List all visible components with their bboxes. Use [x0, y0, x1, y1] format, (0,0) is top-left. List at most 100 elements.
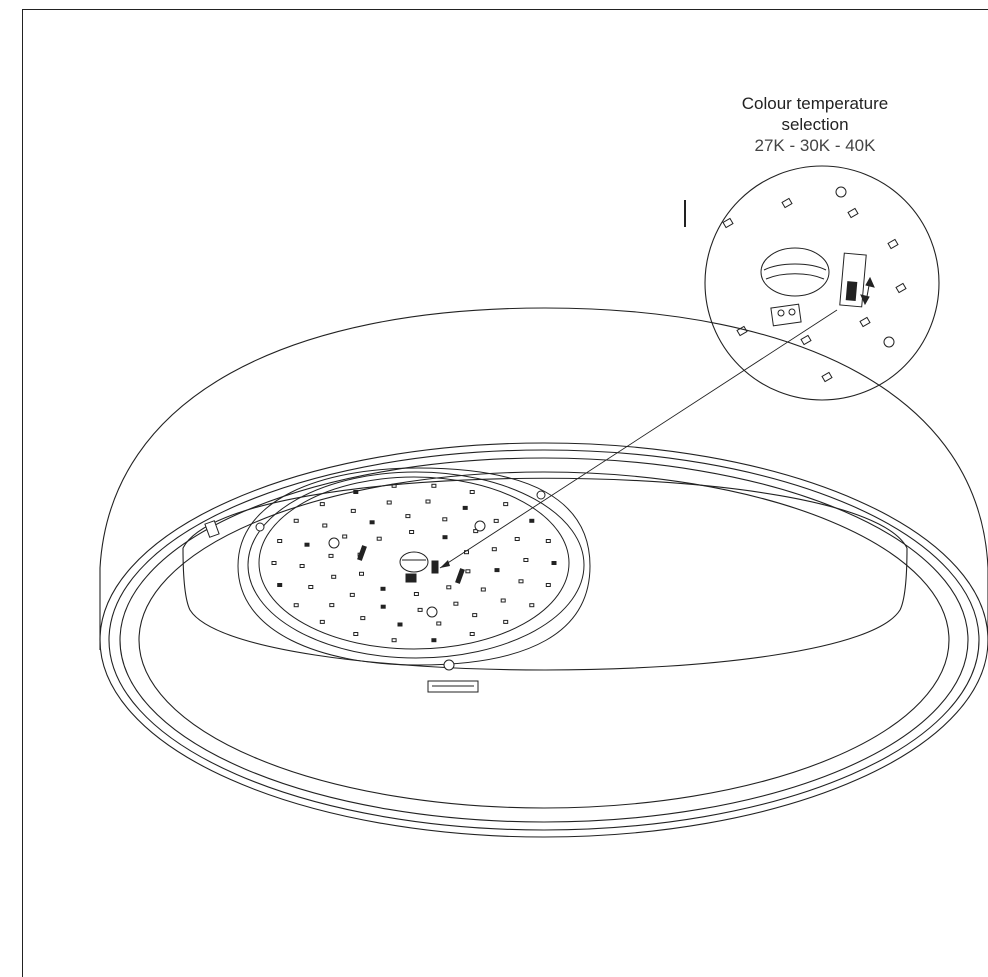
led-chip-icon — [277, 583, 283, 587]
detail-knob — [760, 247, 830, 297]
led-chip-icon — [319, 502, 325, 507]
led-chip-icon — [271, 561, 277, 565]
screw-icon — [474, 520, 486, 532]
mounting-parts — [204, 520, 479, 693]
terminal-block-icon — [770, 303, 802, 327]
inner-shroud — [182, 547, 908, 671]
led-chip-icon — [821, 371, 833, 383]
led-chip-icon — [469, 490, 475, 494]
led-chip-icon — [391, 638, 397, 643]
screw-icon — [443, 659, 455, 671]
led-chip-icon — [480, 587, 486, 592]
led-chip-icon — [293, 518, 299, 523]
board-plate — [258, 476, 570, 650]
led-chip-icon — [431, 483, 437, 488]
board-screws — [255, 490, 546, 671]
led-board — [237, 467, 591, 666]
led-chips — [271, 483, 557, 643]
bottom-rim-outer — [99, 442, 988, 838]
led-chip-icon — [308, 585, 314, 589]
divider-mark — [684, 200, 686, 227]
led-chip-icon — [514, 537, 520, 541]
led-chip-icon — [491, 547, 497, 552]
center-knob — [399, 551, 429, 573]
led-chip-icon — [413, 592, 419, 596]
led-chip-icon — [887, 238, 899, 250]
led-chip-icon — [304, 542, 310, 547]
led-chip-icon — [350, 508, 356, 513]
led-chip-icon — [360, 616, 366, 621]
led-chip-icon — [442, 535, 448, 540]
diffuser-edge — [138, 471, 950, 809]
led-chip-icon — [328, 553, 334, 558]
board-ring — [247, 471, 585, 659]
diagram-border — [22, 9, 988, 977]
screw-icon — [426, 606, 438, 618]
screw-icon — [328, 537, 340, 549]
led-chip-icon — [442, 517, 448, 522]
led-chip-icon — [859, 316, 871, 328]
led-chip-icon — [299, 564, 305, 568]
led-chip-icon — [895, 282, 907, 294]
led-chip-icon — [293, 603, 299, 608]
led-chip-icon — [551, 561, 557, 565]
detail-view — [439, 165, 940, 569]
led-chip-icon — [529, 603, 535, 608]
led-chip-icon — [529, 518, 535, 523]
led-chip-icon — [431, 638, 437, 643]
bottom-rim-mid — [108, 449, 980, 831]
side-clip — [204, 520, 220, 538]
led-chip-icon — [473, 529, 479, 534]
colour-temperature-caption: Colour temperature selection 27K - 30K -… — [700, 93, 930, 156]
led-chip-icon — [417, 607, 423, 612]
led-chip-icon — [436, 621, 442, 626]
led-chip-icon — [800, 334, 812, 346]
led-chip-icon — [462, 505, 468, 510]
led-chip-icon — [380, 586, 386, 591]
led-chip-icon — [359, 571, 364, 576]
leader-line — [439, 309, 838, 569]
led-chip-icon — [329, 603, 335, 608]
detail-circle — [704, 165, 940, 401]
led-chip-icon — [494, 568, 500, 573]
detail-contents — [760, 186, 895, 348]
temperature-switch-icon — [431, 560, 439, 574]
led-chip-icon — [500, 598, 506, 603]
led-chip-icon — [409, 530, 415, 534]
led-chip-icon — [319, 619, 325, 624]
led-chip-icon — [386, 500, 392, 505]
led-chip-icon — [369, 520, 375, 525]
led-chip-icon — [736, 325, 748, 337]
led-chip-icon — [523, 558, 529, 562]
led-chip-icon — [453, 601, 459, 606]
led-chip-icon — [545, 583, 551, 587]
terminal-block-icon — [405, 573, 417, 583]
detail-led-chips — [722, 197, 907, 383]
led-chip-icon — [446, 585, 452, 590]
caption-line-2: selection — [781, 115, 849, 134]
led-chip-icon — [277, 539, 283, 543]
led-chip-icon — [380, 604, 386, 609]
led-chip-icon — [391, 483, 397, 488]
led-chip-icon — [469, 632, 475, 636]
led-chip-icon — [425, 499, 431, 504]
led-chip-icon — [405, 514, 411, 519]
led-chip-icon — [493, 518, 499, 523]
screw-icon — [255, 522, 265, 532]
led-chip-icon — [781, 197, 793, 209]
led-chip-icon — [503, 619, 509, 624]
led-chip-icon — [342, 534, 348, 539]
bottom-rim-inner — [119, 457, 969, 823]
led-chip-icon — [465, 569, 471, 574]
led-chip-icon — [472, 613, 478, 618]
body-top-edge — [99, 307, 988, 569]
led-chip-icon — [545, 539, 551, 543]
screw-icon — [536, 490, 546, 500]
led-chip-icon — [722, 217, 734, 229]
screw-icon — [835, 186, 847, 198]
leader-arrowhead — [440, 560, 450, 568]
caption-line-3: 27K - 30K - 40K — [754, 136, 876, 155]
caption-line-1: Colour temperature — [741, 94, 889, 113]
luminaire-body — [99, 307, 988, 838]
